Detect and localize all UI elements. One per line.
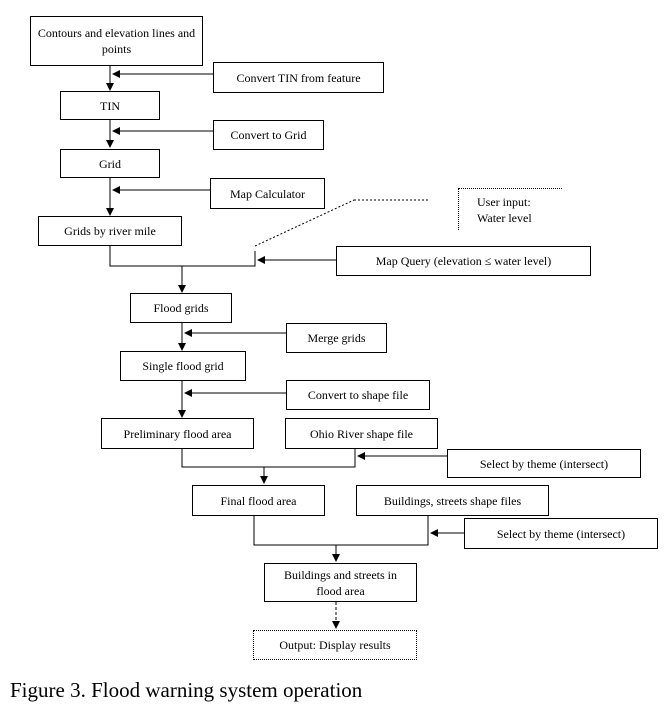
node-convert-grid: Convert to Grid (213, 120, 324, 150)
node-user-input: User input: Water level (458, 188, 562, 230)
node-preliminary-flood-area-label: Preliminary flood area (123, 426, 232, 441)
node-single-flood-grid-label: Single flood grid (142, 359, 224, 373)
node-convert-tin-label: Convert TIN from feature (236, 70, 361, 85)
node-select-theme-1-label: Select by theme (intersect) (479, 456, 609, 471)
node-merge-grids-label: Merge grids (307, 331, 366, 345)
node-merge-grids: Merge grids (286, 323, 387, 353)
node-map-calculator: Map Calculator (210, 178, 325, 209)
node-final-flood-area: Final flood area (192, 485, 325, 516)
node-ohio-river-shape: Ohio River shape file (285, 418, 438, 449)
node-output-label: Output: Display results (279, 638, 391, 652)
node-map-query-label: Map Query (elevation ≤ water level) (375, 254, 552, 268)
node-flood-grids: Flood grids (130, 293, 232, 323)
node-convert-tin: Convert TIN from feature (213, 62, 384, 93)
node-preliminary-flood-area: Preliminary flood area (101, 418, 254, 449)
node-grids-by-river-mile: Grids by river mile (38, 216, 182, 246)
node-single-flood-grid: Single flood grid (120, 351, 246, 381)
node-grid-label: Grid (99, 156, 121, 171)
join-preliminary-ohio (181, 449, 356, 468)
node-tin: TIN (60, 91, 160, 120)
node-ohio-river-shape-label: Ohio River shape file (310, 426, 413, 441)
node-convert-shape: Convert to shape file (286, 380, 430, 410)
node-buildings-in-flood: Buildings and streets in flood area (264, 563, 417, 602)
node-select-theme-1: Select by theme (intersect) (447, 449, 641, 478)
node-buildings-in-flood-label: Buildings and streets in flood area (284, 567, 397, 598)
node-output: Output: Display results (253, 630, 417, 660)
figure-caption: Figure 3. Flood warning system operation (10, 678, 363, 702)
node-contours: Contours and elevation lines and points (30, 16, 203, 66)
node-flood-grids-label: Flood grids (153, 301, 209, 315)
node-final-flood-area-label: Final flood area (220, 493, 297, 508)
join-final-buildings (253, 516, 429, 546)
node-convert-grid-label: Convert to Grid (230, 128, 307, 142)
node-map-calculator-label: Map Calculator (230, 186, 305, 201)
node-buildings-streets-shape-label: Buildings, streets shape files (383, 493, 522, 508)
node-map-query: Map Query (elevation ≤ water level) (336, 246, 591, 276)
node-user-input-label: User input: Water level (477, 194, 532, 225)
node-buildings-streets-shape: Buildings, streets shape files (356, 485, 549, 516)
join-rivermile (109, 246, 256, 267)
node-select-theme-2: Select by theme (intersect) (464, 518, 658, 549)
node-convert-shape-label: Convert to shape file (307, 388, 409, 402)
node-tin-label: TIN (100, 98, 120, 113)
node-grids-by-river-mile-label: Grids by river mile (64, 224, 156, 238)
node-select-theme-2-label: Select by theme (intersect) (496, 526, 626, 541)
node-contours-label: Contours and elevation lines and points (37, 26, 196, 56)
node-grid: Grid (60, 149, 160, 178)
